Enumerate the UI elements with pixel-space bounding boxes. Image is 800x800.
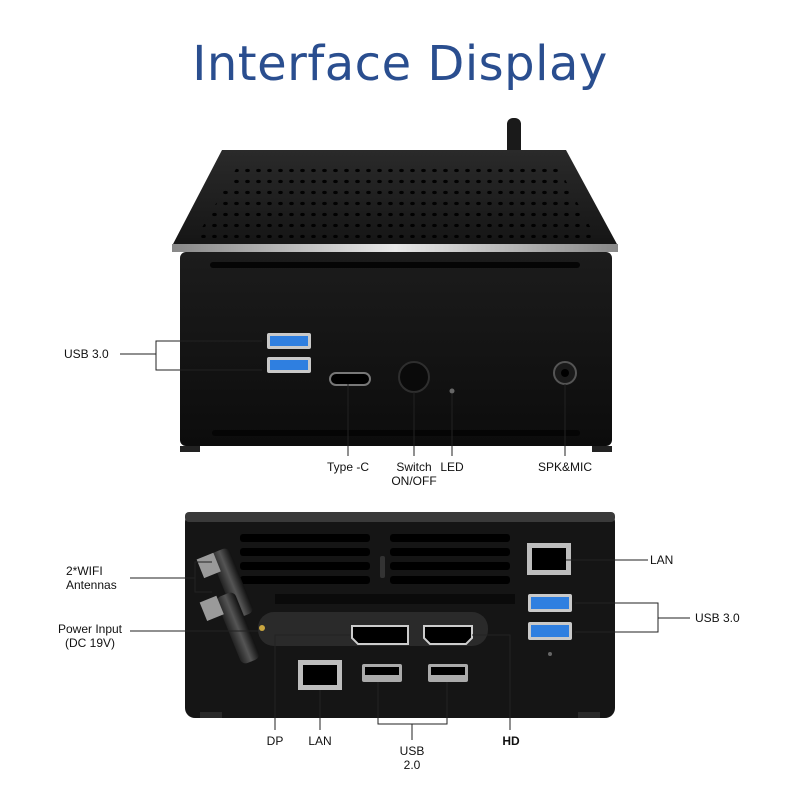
label-front-usb3: USB 3.0 [64,347,109,361]
rear-usb3-port-1 [528,594,572,612]
rear-vents [240,534,510,584]
top-slot [210,262,580,268]
top-antenna [507,118,521,158]
front-usb3-port-1 [267,333,311,349]
page-title: Interface Display [192,36,608,92]
usb2-port-1 [362,664,402,682]
label-power-line2: (DC 19V) [64,636,115,650]
rear-callout-lines [130,559,690,740]
hdmi-port [423,625,473,645]
front-mini-pc [172,118,618,452]
silver-rim [172,244,618,252]
power-button [398,361,430,393]
displayport-port [351,625,409,645]
rear-lan-port-right [527,543,571,575]
audio-jack-hole [561,369,569,377]
label-switch: Switch ON/OFF [384,460,444,488]
label-type-c: Type -C [326,460,369,474]
label-power-line1: Power Input [57,622,123,636]
label-hd: HD [502,734,520,748]
rear-mini-pc [185,512,615,718]
type-c-port [329,372,371,386]
usb2-port-2 [428,664,468,682]
rear-lan-port-left [298,660,342,690]
rear-usb3-port-2 [528,622,572,640]
label-usb2-line1: USB [399,744,425,758]
bottom-slot [212,430,580,436]
front-callout-lines [120,340,566,456]
label-spk-mic: SPK&MIC [537,460,592,474]
label-led: LED [440,460,464,474]
front-panel [180,252,612,446]
power-input-jack [259,625,265,631]
label-wifi-line2: Antennas [66,578,117,592]
label-usb2: USB 2.0 [392,744,432,772]
label-usb2-line2: 2.0 [403,758,421,772]
label-wifi-line1: 2*WIFI [66,564,103,578]
label-wifi-antennas: 2*WIFI Antennas [66,564,117,592]
label-switch-line1: Switch [396,460,432,474]
label-rear-usb3: USB 3.0 [695,611,740,625]
wifi-antenna-1 [196,548,253,618]
vent-holes [196,162,596,238]
label-rear-lan-right: LAN [650,553,674,567]
label-dp: DP [266,734,284,748]
led-indicator [449,388,455,394]
label-power-input: Power Input (DC 19V) [48,622,132,650]
wifi-antenna-2 [199,592,259,664]
front-usb3-port-2 [267,357,311,373]
label-switch-line2: ON/OFF [391,474,437,488]
label-rear-lan-left: LAN [308,734,332,748]
